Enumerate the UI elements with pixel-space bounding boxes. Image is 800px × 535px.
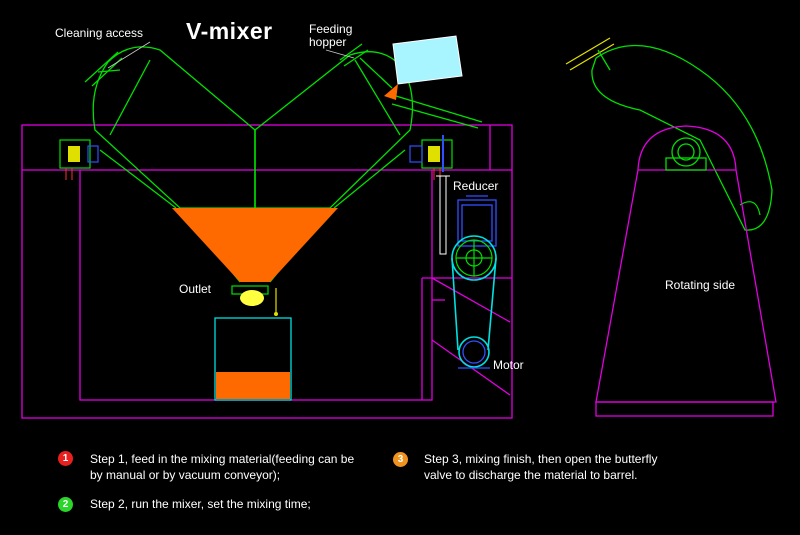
belt-drive: [451, 235, 497, 368]
step-1-badge: 1: [58, 451, 73, 466]
left-bearing: [59, 139, 99, 180]
cleaning-access-label: Cleaning access: [55, 26, 144, 40]
right-bearing: [409, 139, 453, 180]
reducer-unit: [457, 195, 497, 247]
step-2-text: Step 2, run the mixer, set the mixing ti…: [90, 497, 311, 511]
outlet-valve: [231, 285, 278, 316]
step-3-text: Step 3, mixing finish, then open the but…: [424, 452, 658, 482]
motor-label: Motor: [493, 358, 524, 372]
barrel: [214, 317, 292, 401]
rotating-side-view: [565, 37, 777, 417]
upper-pulley: [455, 239, 493, 277]
step-3-badge: 3: [393, 452, 408, 467]
feeding-hopper-box: [392, 35, 463, 85]
page-title: V-mixer: [186, 18, 273, 44]
step-2-badge: 2: [58, 497, 73, 512]
step-1-text: Step 1, feed in the mixing material(feed…: [90, 452, 355, 482]
feed-arrow: [384, 84, 398, 100]
feeding-hopper-hatch: [339, 43, 483, 129]
material-in-cone: [172, 208, 338, 282]
motor-unit: [458, 340, 490, 369]
outlet-label: Outlet: [179, 282, 212, 296]
rotating-side-label: Rotating side: [665, 278, 736, 292]
reducer-label: Reducer: [453, 179, 499, 193]
drive-shaft: [436, 175, 450, 255]
feeding-hopper-label: Feeding hopper: [309, 22, 353, 49]
